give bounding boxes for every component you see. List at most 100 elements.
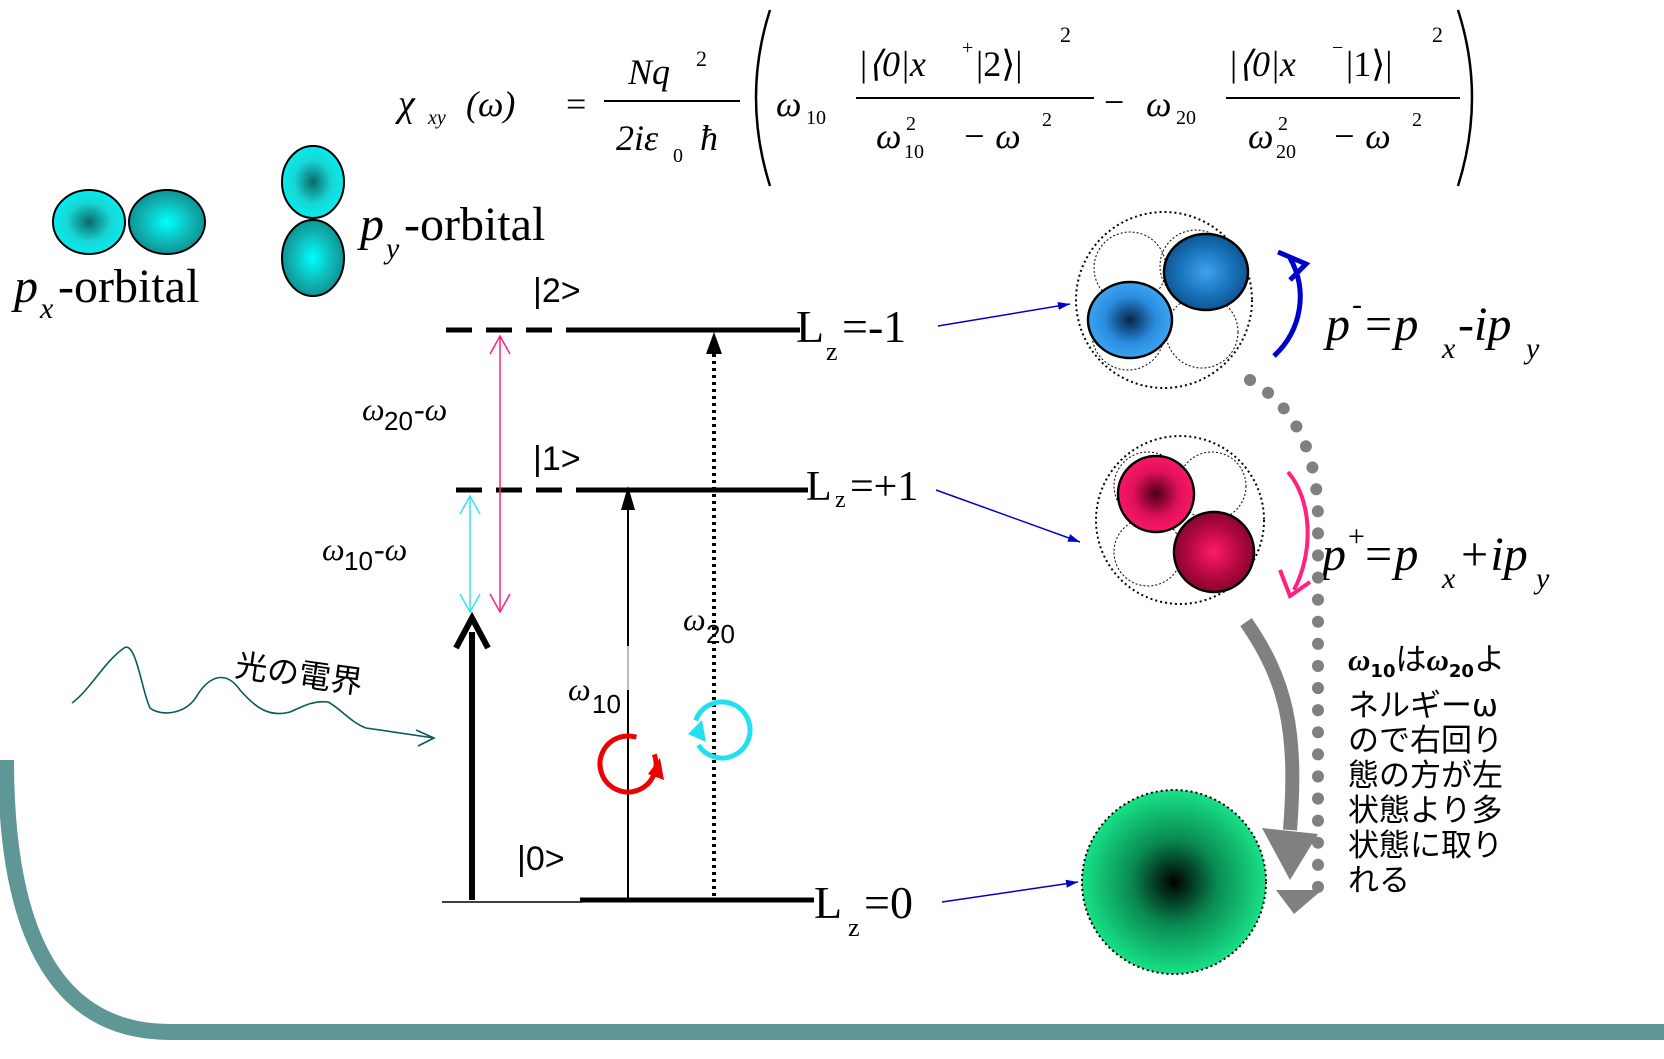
eq-prefactor-den-sub: 0 [673,145,683,167]
eq-term1-den: ω [876,116,901,156]
svg-text:-ip: -ip [1458,298,1511,351]
eq-prefactor-num-exp: 2 [696,46,707,71]
ket-0-label: |0> [517,840,565,878]
svg-text:=+1: =+1 [850,464,918,510]
note-line-1: ω10はω20よ [1348,642,1505,683]
eq-term2-den-rest: − ω [1332,116,1391,156]
svg-text:p: p [1323,298,1350,351]
note-line-7: れる [1348,863,1410,900]
svg-text:-orbital: -orbital [404,198,545,251]
p-plus-label: p + =p x +ip y [1319,520,1550,595]
eq-term1-omega: ω [776,84,801,124]
svg-text:p: p [11,260,38,313]
svg-text:x: x [1441,332,1456,365]
detuning-label-w20: ω 20 -ω [362,391,447,436]
svg-text:z: z [835,487,846,513]
blue-rotation-arrow-icon [1272,249,1311,358]
transition-arrow-w10 [621,486,635,900]
eq-term2-den-sub: 20 [1276,141,1296,163]
svg-text:x: x [39,292,54,325]
eq-term2-ket: |1⟩| [1346,44,1392,84]
eq-prefactor-num: Nq [627,52,670,92]
note-line-2: ネルギーω [1348,688,1498,725]
svg-text:y: y [1523,332,1540,365]
note-line-6: 状態に取り [1348,828,1503,865]
eq-chi: χ [394,83,416,125]
svg-text:x: x [1441,562,1456,595]
p-minus-state-sphere [1075,211,1253,389]
svg-text:z: z [826,337,838,366]
pointer-lz-0 [941,879,1079,903]
explanation-note: ω10はω20よ ネルギーω ので右回り 態の方が左 状態より多 状態に取り れ… [1348,642,1664,899]
s-state-sphere [1081,789,1267,975]
svg-text:10: 10 [592,689,621,719]
svg-text:p: p [357,198,384,251]
detuning-label-w10: ω 10 -ω [322,531,407,576]
eq-left-paren [754,9,772,187]
note-line-5: 状態より多 [1348,793,1503,830]
svg-text:20: 20 [384,406,413,436]
eq-term1-den-rest: − ω [962,116,1021,156]
transition-arrow-w20 [706,332,722,896]
susceptibility-equation: χ xy (ω) = Nq 2 2iε 0 ħ ω 10 |⟨0|x + |2⟩… [394,9,1474,187]
svg-text:=-1: =-1 [842,301,906,352]
svg-text:-orbital: -orbital [58,260,199,313]
py-lobe-bottom [281,219,345,297]
eq-term1-op-sup: + [962,37,973,59]
eq-term2-omega-sub: 20 [1176,107,1196,129]
eq-term2-den-rest-sup: 2 [1412,109,1422,131]
note-line-3: ので右回り [1348,723,1503,760]
px-lobe-left [52,189,126,255]
svg-text:L: L [806,464,832,510]
detuning-arrow-w20 [489,334,511,614]
px-lobe-right [128,189,206,255]
svg-text:=p: =p [1362,298,1418,351]
light-field-wave [71,646,435,739]
eq-term2-op-sup: − [1332,37,1343,59]
svg-text:L: L [796,301,824,352]
px-orbital-shape [52,189,206,255]
eq-hbar: ħ [700,118,718,158]
eq-right-paren [1456,9,1474,187]
pink-rotation-arrow-icon [1278,470,1312,600]
transition-label-w10: ω 10 [568,671,621,719]
bottom-band-curve [0,759,1664,1040]
svg-text:=p: =p [1362,528,1418,581]
lz-label-plus1: L z =+1 [806,464,918,513]
svg-text:ω: ω [683,601,706,637]
eq-term1-den-sup: 2 [906,113,916,135]
py-orbital-label: p y -orbital [357,198,545,265]
note-line-4: 態の方が左 [1348,758,1503,795]
gray-solid-decay-arrow [1240,618,1318,880]
ket-2-label: |2> [533,272,581,310]
eq-chi-arg: (ω) [466,84,515,124]
pointer-lz-plus1 [935,489,1081,543]
p-minus-label: p - =p x -ip y [1323,288,1540,365]
detuning-arrow-w10 [459,494,481,614]
svg-text:y: y [383,232,400,265]
eq-term2-sq: 2 [1432,22,1443,47]
light-field-wave-arrowhead [415,729,436,747]
eq-term2-omega: ω [1146,84,1171,124]
svg-text:y: y [1533,562,1550,595]
lz-label-minus1: L z =-1 [796,301,906,366]
eq-term1-den-sub: 10 [904,141,924,163]
transition-label-w20: ω 20 [683,601,735,649]
py-lobe-top [281,145,345,219]
eq-term2-den-sup: 2 [1278,113,1288,135]
eq-minus: − [1104,82,1124,122]
lz-label-0: L z =0 [814,877,913,942]
eq-equals: = [566,84,586,124]
svg-text:ω: ω [568,671,591,707]
red-rotation-circle-icon [597,733,664,795]
eq-prefactor-den: 2iε [616,118,659,158]
gray-dotted-decay-arrow [1244,374,1324,914]
svg-text:z: z [848,913,860,942]
light-field-arrow [453,611,491,900]
py-orbital-shape [281,145,345,297]
svg-text:L: L [814,877,842,928]
svg-text:ω: ω [362,391,385,427]
cyan-rotation-circle-icon [688,699,753,761]
svg-text:=0: =0 [864,877,913,928]
